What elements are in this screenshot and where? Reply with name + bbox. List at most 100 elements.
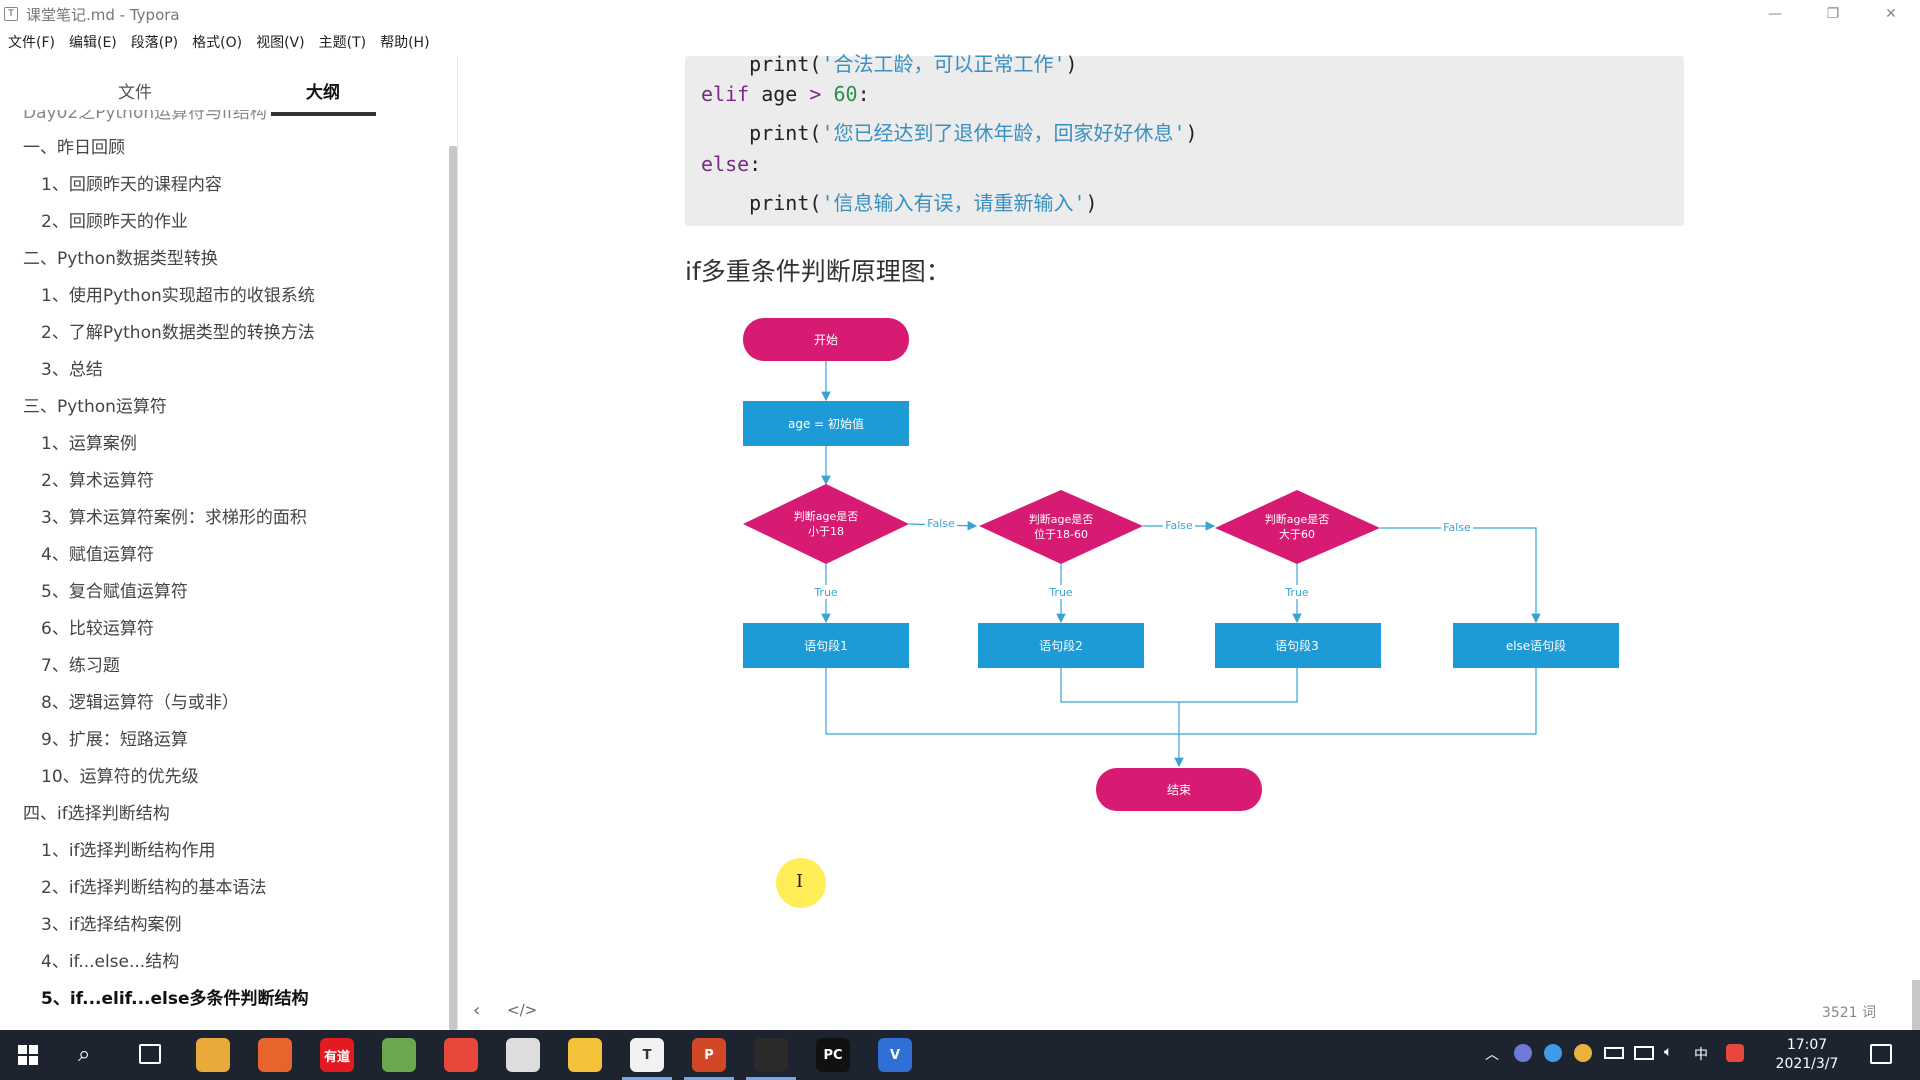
code-line-4: else: <box>701 152 762 176</box>
menu-format[interactable]: 格式(O) <box>192 35 243 51</box>
status-bar: ‹ </> 3521 词 <box>459 990 1920 1030</box>
task-view-icon[interactable] <box>139 1044 161 1064</box>
outline-item[interactable]: 9、扩展：短路运算 <box>41 730 188 750</box>
source-code-mode-button[interactable]: </> <box>507 1001 538 1019</box>
notification-center-icon[interactable] <box>1870 1044 1892 1064</box>
editor-scrollbar[interactable] <box>1912 980 1920 1030</box>
volume-icon[interactable]: 🔈︎ <box>1664 1044 1673 1060</box>
true-label-3: True <box>1284 586 1309 599</box>
false-label-bg-2 <box>1163 518 1195 532</box>
decision-1-line1: 判断age是否 <box>794 509 859 523</box>
toggle-sidebar-button[interactable]: ‹ <box>473 1000 481 1021</box>
menu-bar: 文件(F) 编辑(E) 段落(P) 格式(O) 视图(V) 主题(T) 帮助(H… <box>0 30 436 54</box>
minimize-button[interactable]: — <box>1768 6 1782 22</box>
sidebar-scrollbar[interactable] <box>449 146 457 1030</box>
true-label-bg-1 <box>811 585 841 599</box>
end-label: 结束 <box>1167 783 1191 797</box>
pycharm-icon[interactable]: PC <box>816 1038 850 1072</box>
tray-chevron-icon[interactable]: ︿ <box>1485 1047 1499 1063</box>
window-title: 课堂笔记.md - Typora <box>26 5 180 24</box>
firefox-icon[interactable] <box>258 1038 292 1072</box>
init-node <box>743 401 909 446</box>
file-explorer-icon[interactable] <box>568 1038 602 1072</box>
close-button[interactable]: ✕ <box>1885 6 1897 22</box>
outline-item[interactable]: 4、赋值运算符 <box>41 545 154 565</box>
typora-icon[interactable]: T <box>622 1038 672 1080</box>
code-block[interactable]: print('合法工龄，可以正常工作') elif age > 60: prin… <box>685 52 1684 226</box>
app-circle-icon[interactable] <box>506 1038 540 1072</box>
menu-edit[interactable]: 编辑(E) <box>68 35 117 51</box>
ime-indicator[interactable]: 中 <box>1694 1047 1708 1063</box>
stmt-2-node <box>978 623 1144 668</box>
section-heading: if多重条件判断原理图： <box>685 257 951 286</box>
stmt-1-node <box>743 623 909 668</box>
true-label-1: True <box>813 586 838 599</box>
flowchart: 开始 age = 初始值 判断age是否 小于18 判断age是否 位于18-6… <box>743 318 1619 811</box>
true-label-bg-3 <box>1282 585 1312 599</box>
outline-item[interactable]: 四、if选择判断结构 <box>23 804 170 824</box>
outline-item[interactable]: 3、总结 <box>41 360 103 380</box>
decision-3-line2: 大于60 <box>1279 527 1315 541</box>
system-clock[interactable]: 17:07 2021/3/7 <box>1752 1036 1862 1074</box>
outline-item[interactable]: 二、Python数据类型转换 <box>23 249 218 269</box>
network-icon[interactable] <box>1634 1046 1654 1060</box>
outline-item[interactable]: 5、if...elif...else多条件判断结构 <box>41 989 309 1009</box>
search-icon[interactable]: ⌕ <box>78 1042 91 1067</box>
outline-item[interactable]: 1、运算案例 <box>41 434 137 454</box>
outline-item[interactable]: 1、回顾昨天的课程内容 <box>41 175 222 195</box>
outline-item[interactable]: 2、了解Python数据类型的转换方法 <box>41 323 315 343</box>
outline-item-partial[interactable]: Day02之Python运算符与if结构 <box>23 110 267 123</box>
outline-item[interactable]: 三、Python运算符 <box>23 397 167 417</box>
recorder-icon[interactable] <box>746 1038 796 1080</box>
clock-date: 2021/3/7 <box>1775 1056 1839 1072</box>
screen-recorder-icon[interactable] <box>444 1038 478 1072</box>
outline-item[interactable]: 一、昨日回顾 <box>23 138 125 158</box>
sogou-ime-icon[interactable] <box>1726 1044 1744 1062</box>
restore-button[interactable]: ❐ <box>1826 6 1840 22</box>
windows-start-icon[interactable] <box>18 1045 38 1065</box>
tray-app-icon-1[interactable] <box>1514 1044 1532 1062</box>
decision-3-line1: 判断age是否 <box>1265 512 1330 526</box>
outline-item[interactable]: 2、if选择判断结构的基本语法 <box>41 878 267 898</box>
vs-icon[interactable]: V <box>878 1038 912 1072</box>
code-line-5: print('信息输入有误，请重新输入') <box>749 191 1098 215</box>
outline-item[interactable]: 5、复合赋值运算符 <box>41 582 188 602</box>
browser-icon[interactable] <box>382 1038 416 1072</box>
word-count[interactable]: 3521 词 <box>1821 1005 1876 1021</box>
outline-item[interactable]: 10、运算符的优先级 <box>41 767 199 787</box>
youdao-icon[interactable]: 有道 <box>320 1038 354 1072</box>
outline-item[interactable]: 6、比较运算符 <box>41 619 154 639</box>
tab-files[interactable]: 文件 <box>118 83 152 103</box>
edge-merge-outer <box>825 668 1537 735</box>
editor-area[interactable]: print('合法工龄，可以正常工作') elif age > 60: prin… <box>459 52 1920 1030</box>
tray-app-icon-2[interactable] <box>1544 1044 1562 1062</box>
outline-item[interactable]: 4、if...else...结构 <box>41 952 180 972</box>
outline-list: Day02之Python运算符与if结构 一、昨日回顾 1、回顾昨天的课程内容 2、… <box>0 110 448 1018</box>
tray-app-icon-3[interactable] <box>1574 1044 1592 1062</box>
outline-item[interactable]: 2、算术运算符 <box>41 471 154 491</box>
menu-paragraph[interactable]: 段落(P) <box>130 35 179 51</box>
chrome-icon[interactable] <box>196 1038 230 1072</box>
false-label-bg-1 <box>925 516 957 530</box>
code-line-2: elif age > 60: <box>701 82 870 106</box>
typora-app-icon: T <box>4 7 18 21</box>
false-label-3: False <box>1443 521 1471 534</box>
outline-item[interactable]: 1、if选择判断结构作用 <box>41 841 216 861</box>
outline-item[interactable]: 8、逻辑运算符（与或非） <box>41 693 239 713</box>
outline-item[interactable]: 3、算术运算符案例：求梯形的面积 <box>41 508 307 528</box>
init-label: age = 初始值 <box>788 416 864 431</box>
code-line-1: print('合法工龄，可以正常工作') <box>749 52 1078 76</box>
battery-icon[interactable] <box>1604 1047 1624 1059</box>
outline-item[interactable]: 1、使用Python实现超市的收银系统 <box>41 286 315 306</box>
outline-item[interactable]: 3、if选择结构案例 <box>41 915 182 935</box>
clock-time: 17:07 <box>1786 1037 1828 1053</box>
tab-outline[interactable]: 大纲 <box>306 83 340 103</box>
outline-item[interactable]: 7、练习题 <box>41 656 120 676</box>
outline-item[interactable]: 2、回顾昨天的作业 <box>41 212 188 232</box>
menu-theme[interactable]: 主题(T) <box>318 35 367 51</box>
menu-view[interactable]: 视图(V) <box>256 35 305 51</box>
powerpoint-icon[interactable]: P <box>684 1038 734 1080</box>
menu-help[interactable]: 帮助(H) <box>380 35 430 51</box>
menu-file[interactable]: 文件(F) <box>8 35 55 51</box>
